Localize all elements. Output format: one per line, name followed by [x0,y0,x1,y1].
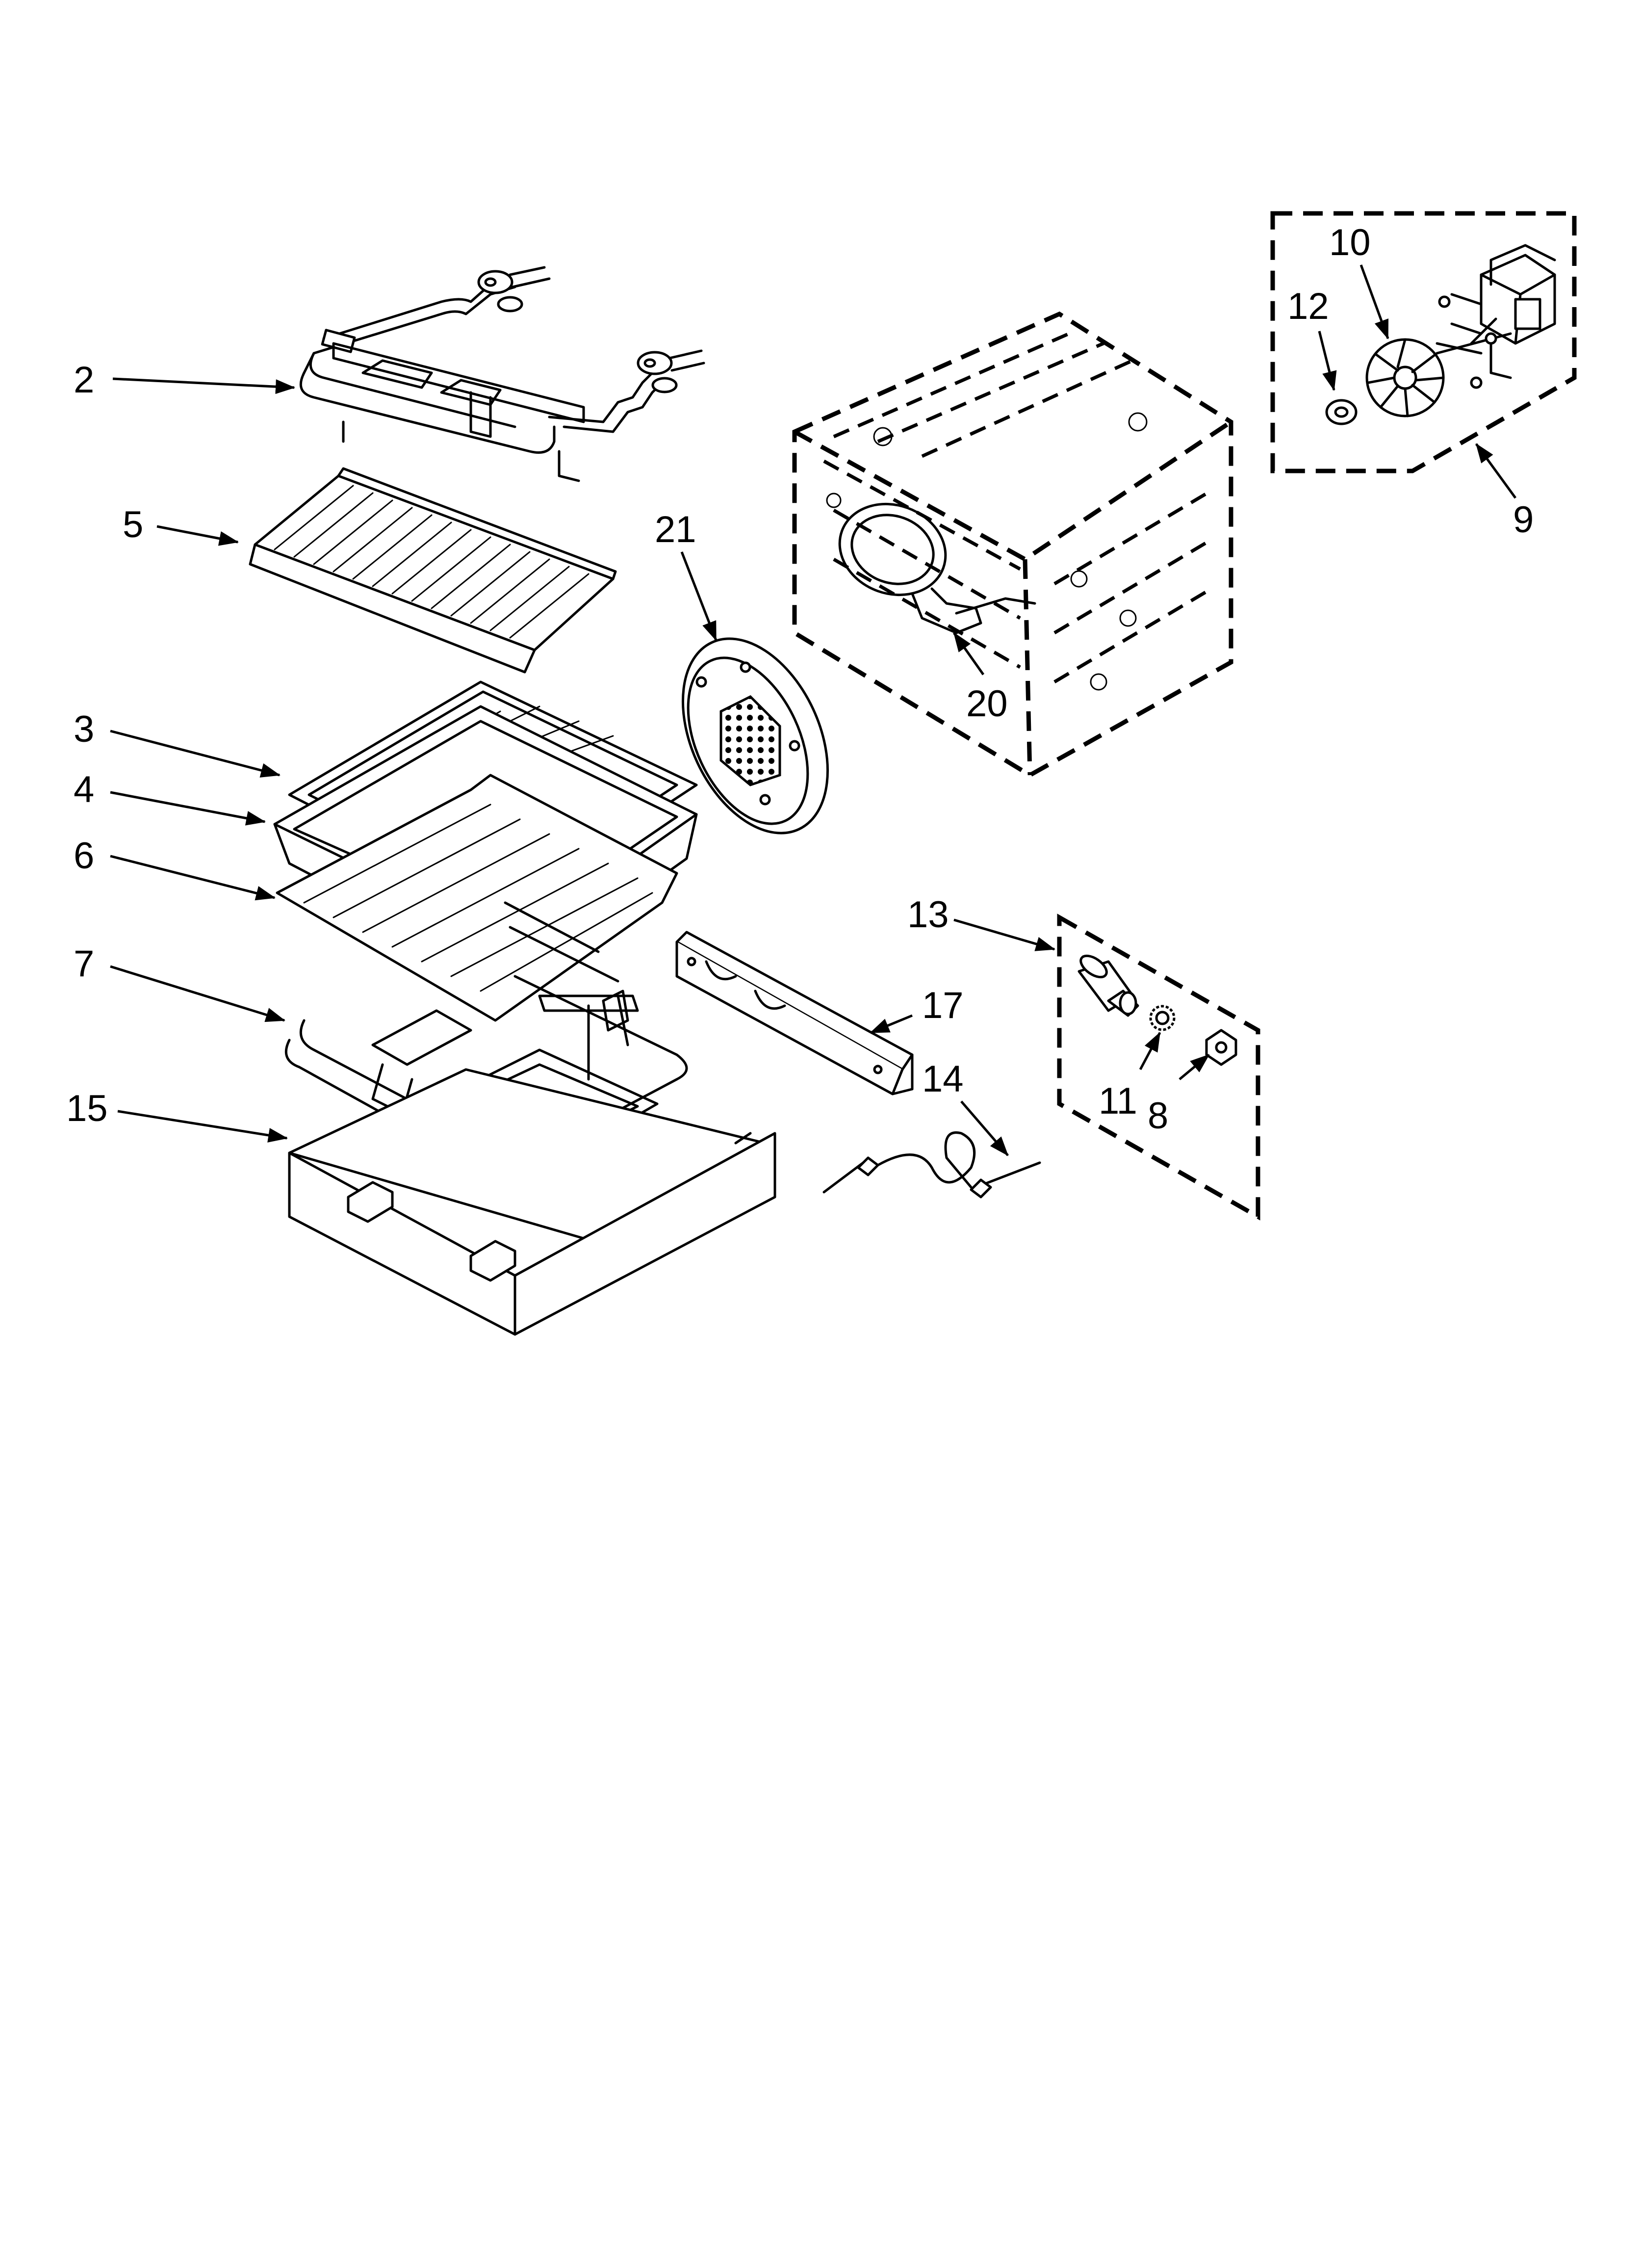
convection-element-part [838,502,1036,634]
callout-10: 10 [1329,222,1371,263]
meat-probe-part [822,1131,1041,1199]
callout-15: 15 [66,1088,108,1129]
callout-11: 11 [1099,1080,1137,1122]
oven-cavity [792,311,1233,778]
callout-21: 21 [655,509,696,550]
callout-13: 13 [907,894,949,936]
broil-element-part [299,266,705,482]
broil-shield-part [249,467,617,674]
bracket-part [675,931,914,1095]
callout-labels: 2 5 3 4 6 7 15 21 20 10 12 9 13 17 14 11… [66,222,1534,1137]
callout-17: 17 [922,985,964,1026]
callout-8: 8 [1148,1095,1168,1137]
callout-9: 9 [1513,499,1534,541]
fan-motor-assembly [1270,211,1577,473]
fan-cover-part [681,637,829,834]
callout-6: 6 [74,835,94,877]
callout-14: 14 [922,1058,964,1100]
oven-rack-part [276,774,678,1022]
callout-7: 7 [74,943,94,985]
callout-20: 20 [966,683,1008,725]
leader-lines [110,264,1517,1156]
oven-bottom-part [288,1068,776,1336]
fastener-assembly [1057,913,1260,1221]
callout-3: 3 [74,708,94,750]
callout-12: 12 [1287,286,1329,327]
callout-5: 5 [123,504,143,546]
callout-4: 4 [74,769,94,810]
callout-2: 2 [74,359,94,401]
